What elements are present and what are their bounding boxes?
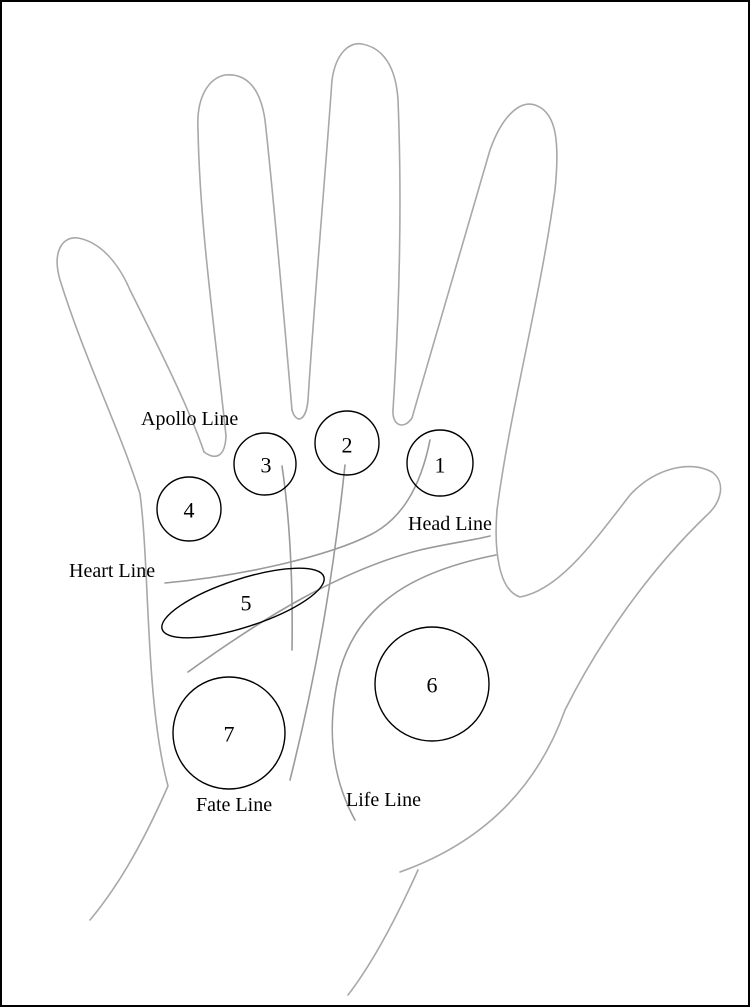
heart-line-label: Heart Line	[69, 560, 155, 582]
marker-2-label: 2	[342, 433, 353, 458]
marker-6-label: 6	[427, 673, 438, 698]
marker-3-label: 3	[261, 453, 272, 478]
life-line-label: Life Line	[346, 789, 421, 811]
fate-line-label: Fate Line	[196, 794, 272, 816]
marker-1-label: 1	[435, 453, 446, 478]
head-line-label: Head Line	[408, 513, 492, 535]
marker-7-label: 7	[224, 722, 235, 747]
marker-5-label: 5	[241, 591, 252, 616]
marker-4-label: 4	[184, 498, 195, 523]
apollo-line-label: Apollo Line	[141, 408, 238, 430]
